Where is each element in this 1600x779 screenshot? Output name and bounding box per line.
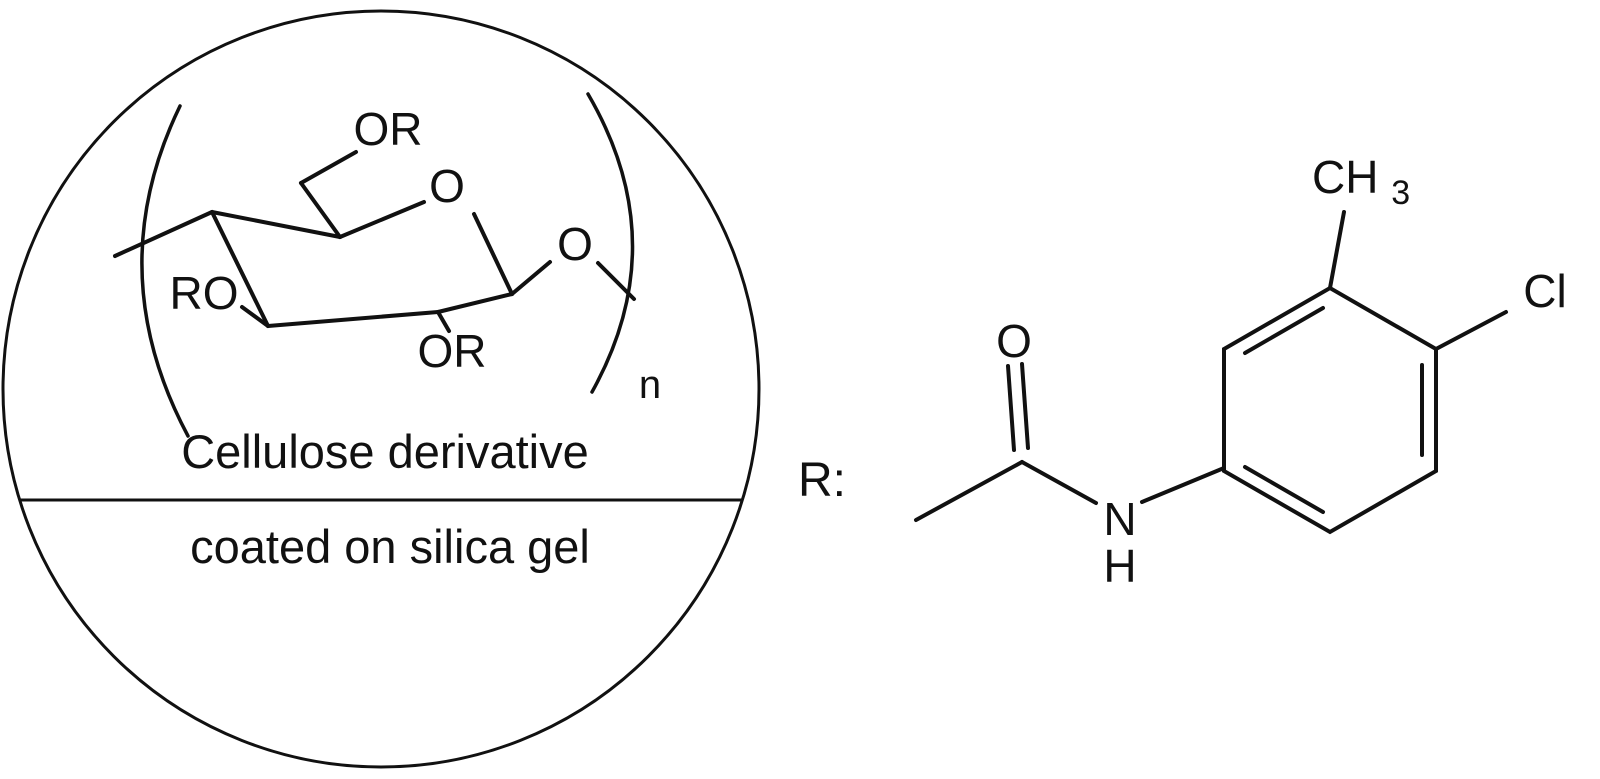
bond-c2-c1 [436, 292, 514, 314]
bond-c1-glycosidic-oxygen [510, 260, 552, 296]
cellulose-structure: OR O O RO OR n [113, 92, 661, 438]
right-parenthesis [586, 92, 635, 394]
label-or-bottom: OR [418, 325, 487, 377]
label-r-prefix: R: [798, 454, 846, 507]
silica-gel-circle [1, 9, 761, 769]
silica-circle-group: Cellulose derivative coated on silica ge… [1, 9, 761, 769]
bond-ro-c3 [240, 305, 270, 328]
bond-ring-oxygen-c5 [338, 200, 426, 239]
caption-line2: coated on silica gel [190, 520, 590, 573]
left-parenthesis [140, 104, 190, 438]
bond-nitrogen-ring [1140, 466, 1226, 504]
label-ro-left: RO [170, 267, 239, 319]
bond-c3-c2 [266, 310, 440, 328]
benzene-inner-bond-bottom-left [1243, 465, 1325, 514]
benzene-inner-bond-top-left [1243, 306, 1325, 355]
bond-c5-c4 [210, 210, 342, 239]
label-or-top: OR [354, 103, 423, 155]
label-methyl-subscript: 3 [1391, 174, 1410, 212]
label-glycosidic-oxygen: O [557, 218, 593, 270]
bond-c5-c6 [299, 181, 342, 239]
label-repeat-n: n [639, 363, 661, 407]
bond-carbonyl-double-b [1020, 362, 1030, 450]
label-ring-oxygen: O [429, 160, 465, 212]
bond-c2-or-bottom [436, 310, 451, 333]
caption-line1: Cellulose derivative [181, 425, 589, 478]
label-methyl-base: CH [1312, 151, 1378, 203]
bond-c4-c3 [210, 210, 270, 328]
bond-c1-ring-oxygen [472, 212, 514, 296]
label-methyl: CH 3 [1312, 151, 1410, 212]
bond-c6-or-top [299, 150, 358, 185]
bond-carbonyl-nitrogen [1020, 460, 1098, 505]
bond-chain-out [596, 261, 636, 301]
label-carbonyl-oxygen: O [996, 315, 1032, 367]
r-group-structure: R: O N H CH 3 Cl [798, 151, 1567, 592]
label-chloro: Cl [1523, 265, 1566, 317]
bond-chain-in [113, 210, 214, 258]
label-amide-hydrogen: H [1103, 540, 1136, 592]
bond-carbonyl-double-a [1006, 364, 1016, 452]
benzene-ring [1222, 285, 1438, 535]
label-amide-nitrogen: N [1103, 493, 1136, 545]
bond-tail-carbonyl [914, 460, 1024, 522]
bond-ring-chloro [1434, 310, 1508, 351]
bond-ring-methyl [1328, 210, 1346, 290]
